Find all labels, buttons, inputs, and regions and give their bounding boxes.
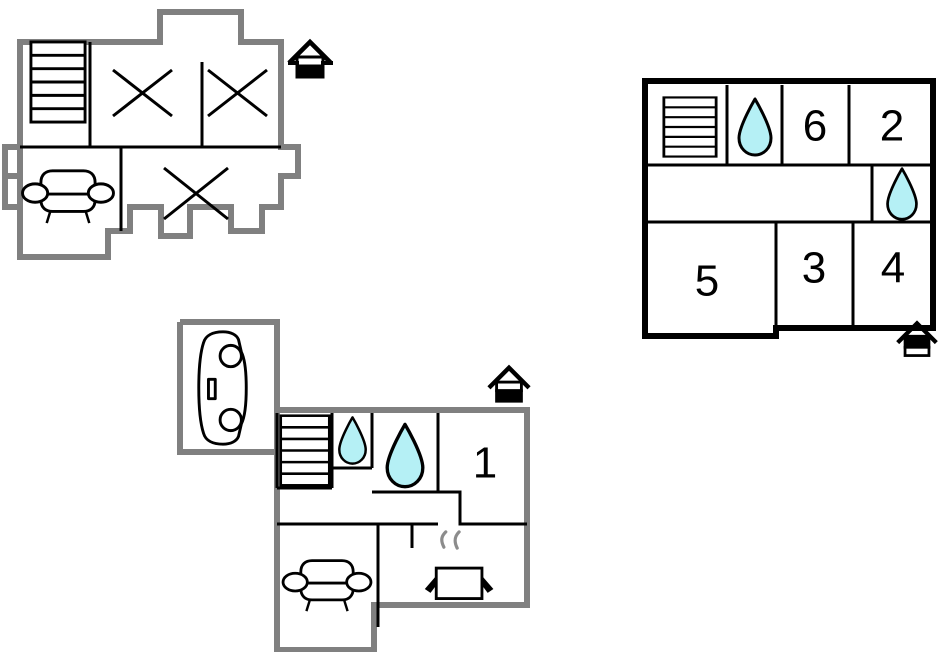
interior-wall-kitchen-stub (378, 522, 414, 548)
cross-icon (112, 68, 173, 118)
room-number-2: 2 (880, 102, 904, 151)
sofa-icon (281, 559, 373, 613)
room-number-1: 1 (473, 439, 497, 488)
room-number-4: 4 (881, 244, 905, 293)
room-number-6: 6 (803, 102, 827, 151)
stairs-icon (279, 414, 331, 487)
exterior-wall-outline (2, 9, 301, 260)
stairs-icon (29, 40, 87, 124)
cross-icon (207, 68, 268, 118)
water-drop-icon (385, 422, 425, 489)
water-drop-icon (737, 97, 773, 157)
garage-exterior-wall (177, 319, 280, 455)
house-north-icon (288, 42, 333, 77)
car-icon (197, 330, 248, 446)
exterior-wall-left-notch (2, 144, 23, 210)
exterior-wall-outline (274, 407, 530, 652)
stairs-icon (662, 96, 718, 158)
room-number-3: 3 (802, 244, 826, 293)
house-north-icon (489, 368, 529, 401)
water-drop-icon (886, 167, 918, 221)
cross-icon (163, 166, 229, 221)
plan-right: 6 2 5 3 4 (642, 78, 936, 356)
interior-wall-room1-step (438, 490, 527, 526)
plan-lower: 1 (177, 319, 530, 652)
sofa-icon (21, 169, 115, 225)
room-number-5: 5 (695, 257, 719, 306)
cooking-pot-icon (423, 530, 496, 601)
water-drop-icon (338, 416, 367, 465)
plan-upper-left (2, 9, 333, 260)
